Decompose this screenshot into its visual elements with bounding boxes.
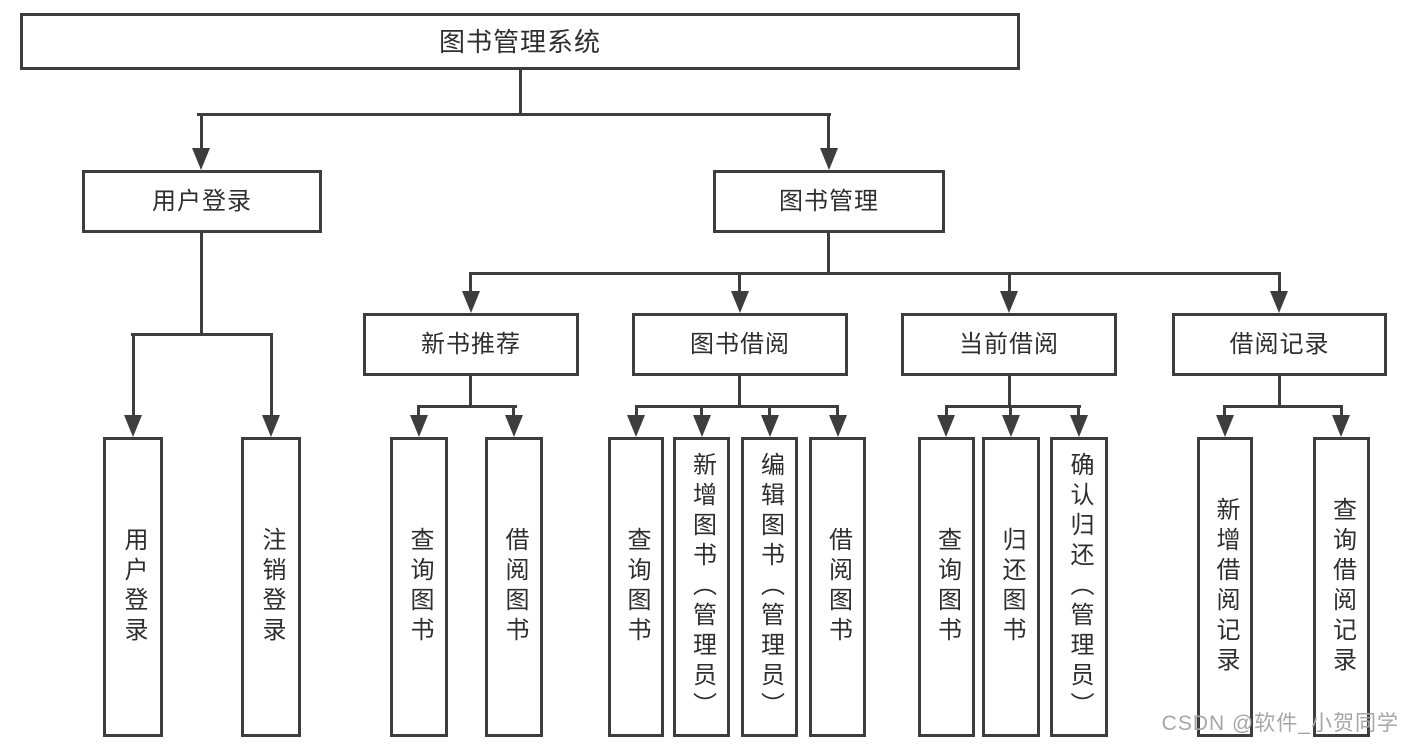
node-label: 图书管理 bbox=[779, 187, 879, 215]
arrow-down-icon bbox=[1002, 415, 1020, 437]
node-label: 查询图书 bbox=[406, 527, 433, 647]
connector-line bbox=[417, 405, 420, 418]
connector-line bbox=[945, 405, 1081, 408]
connector-line bbox=[1008, 272, 1011, 296]
node-leaf-confirm-return-admin: 确认归还（管理员） bbox=[1050, 437, 1108, 737]
node-leaf-query-books-recommend: 查询图书 bbox=[390, 437, 448, 737]
node-label: 新书推荐 bbox=[421, 330, 521, 358]
connector-line bbox=[512, 405, 515, 418]
arrow-down-icon bbox=[262, 415, 280, 437]
node-leaf-add-borrow-record: 新增借阅记录 bbox=[1197, 437, 1253, 737]
connector-line bbox=[836, 405, 839, 418]
arrow-down-icon bbox=[462, 291, 480, 313]
node-label: 借阅图书 bbox=[824, 527, 852, 647]
node-label: 用户登录 bbox=[152, 187, 252, 215]
node-label: 查询借阅记录 bbox=[1328, 497, 1356, 677]
connector-line bbox=[768, 405, 771, 418]
connector-line bbox=[200, 233, 203, 336]
connector-line bbox=[469, 272, 1281, 275]
connector-line bbox=[270, 333, 273, 418]
node-label: 新增借阅记录 bbox=[1212, 497, 1239, 677]
node-label: 借阅图书 bbox=[501, 527, 528, 647]
arrow-down-icon bbox=[1000, 291, 1018, 313]
connector-line bbox=[197, 113, 831, 116]
connector-line bbox=[417, 405, 517, 408]
arrow-down-icon bbox=[505, 415, 523, 437]
node-leaf-borrow-books: 借阅图书 bbox=[809, 437, 866, 737]
node-book-borrowing: 图书借阅 bbox=[632, 313, 848, 376]
connector-line bbox=[700, 405, 703, 418]
node-leaf-return-books: 归还图书 bbox=[982, 437, 1040, 737]
connector-line bbox=[519, 70, 522, 116]
node-label: 新增图书（管理员） bbox=[688, 452, 716, 722]
node-library-management-system: 图书管理系统 bbox=[20, 13, 1020, 70]
connector-line bbox=[1278, 272, 1281, 296]
node-leaf-add-books-admin: 新增图书（管理员） bbox=[673, 437, 730, 737]
node-leaf-logout: 注销登录 bbox=[241, 437, 301, 737]
node-leaf-query-books-borrow: 查询图书 bbox=[608, 437, 664, 737]
node-leaf-user-login: 用户登录 bbox=[103, 437, 163, 737]
node-label: 确认归还（管理员） bbox=[1066, 452, 1093, 722]
node-user-login: 用户登录 bbox=[82, 170, 322, 233]
arrow-down-icon bbox=[761, 415, 779, 437]
node-current-borrowing: 当前借阅 bbox=[901, 313, 1117, 376]
arrow-down-icon bbox=[1216, 415, 1234, 437]
arrow-down-icon bbox=[1070, 415, 1088, 437]
connector-line bbox=[1340, 405, 1343, 418]
connector-line bbox=[635, 405, 638, 418]
connector-line bbox=[469, 376, 472, 408]
arrow-down-icon bbox=[192, 148, 210, 170]
connector-line bbox=[1223, 405, 1343, 408]
connector-line bbox=[827, 233, 830, 275]
connector-line bbox=[200, 113, 203, 151]
connector-line bbox=[1077, 405, 1080, 418]
arrow-down-icon bbox=[1270, 291, 1288, 313]
node-label: 图书管理系统 bbox=[438, 26, 601, 57]
connector-line bbox=[131, 333, 272, 336]
arrow-down-icon bbox=[937, 415, 955, 437]
node-leaf-query-books-current: 查询图书 bbox=[918, 437, 975, 737]
connector-line bbox=[132, 333, 135, 418]
connector-line bbox=[469, 272, 472, 296]
watermark: CSDN @软件_小贺同学 bbox=[1161, 712, 1399, 735]
arrow-down-icon bbox=[1332, 415, 1350, 437]
node-leaf-borrow-books-recommend: 借阅图书 bbox=[485, 437, 543, 737]
connector-line bbox=[635, 405, 839, 408]
arrow-down-icon bbox=[124, 415, 142, 437]
connector-line bbox=[738, 376, 741, 408]
node-label: 查询图书 bbox=[623, 527, 650, 647]
node-label: 借阅记录 bbox=[1229, 330, 1330, 358]
node-label: 归还图书 bbox=[998, 527, 1025, 647]
arrow-down-icon bbox=[820, 148, 838, 170]
arrow-down-icon bbox=[627, 415, 645, 437]
node-new-book-recommend: 新书推荐 bbox=[363, 313, 579, 376]
arrow-down-icon bbox=[693, 415, 711, 437]
connector-line bbox=[1008, 376, 1011, 408]
connector-line bbox=[738, 272, 741, 296]
node-label: 用户登录 bbox=[120, 527, 147, 647]
connector-line bbox=[827, 113, 830, 151]
node-leaf-query-borrow-record: 查询借阅记录 bbox=[1313, 437, 1370, 737]
node-label: 图书借阅 bbox=[690, 330, 790, 358]
node-borrowing-records: 借阅记录 bbox=[1172, 313, 1387, 376]
connector-line bbox=[1009, 405, 1012, 418]
node-label: 当前借阅 bbox=[959, 330, 1059, 358]
arrow-down-icon bbox=[731, 291, 749, 313]
connector-line bbox=[1223, 405, 1226, 418]
node-label: 查询图书 bbox=[933, 527, 961, 647]
node-leaf-edit-books-admin: 编辑图书（管理员） bbox=[741, 437, 798, 737]
connector-line bbox=[945, 405, 948, 418]
node-book-management: 图书管理 bbox=[713, 170, 945, 233]
node-label: 编辑图书（管理员） bbox=[756, 452, 784, 722]
arrow-down-icon bbox=[829, 415, 847, 437]
connector-line bbox=[1278, 376, 1281, 408]
arrow-down-icon bbox=[410, 415, 428, 437]
node-label: 注销登录 bbox=[258, 527, 285, 647]
